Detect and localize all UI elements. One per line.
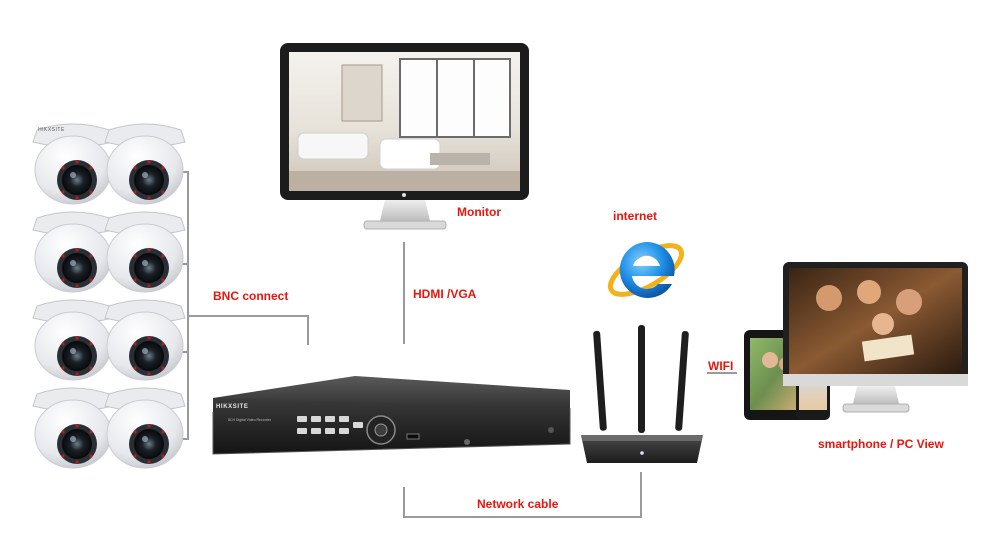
network-cable-label: Network cable (477, 497, 559, 511)
camera-1 (32, 123, 114, 205)
bnc-tick-1 (179, 171, 189, 173)
bnc-tick-4 (179, 438, 189, 440)
wifi-line (707, 372, 737, 374)
network-cable-bottom (403, 516, 642, 518)
camera-6 (104, 299, 186, 381)
hdmi-cable-line (403, 242, 405, 344)
camera-5 (32, 299, 114, 381)
camera-4 (104, 211, 186, 293)
camera-8 (104, 387, 186, 469)
camera-7 (32, 387, 114, 469)
bnc-connect-label: BNC connect (213, 289, 289, 303)
smartphone-pc-view-label: smartphone / PC View (818, 437, 944, 451)
bnc-connector-vertical (307, 315, 309, 345)
monitor-label: Monitor (457, 205, 501, 219)
monitor (280, 43, 529, 230)
network-cable-right (640, 472, 642, 518)
dvr-model-label: 8CH Digital Video Recorder (228, 418, 271, 422)
bnc-tick-3 (179, 351, 189, 353)
camera-3 (32, 211, 114, 293)
wifi-router (581, 325, 703, 463)
camera-grid (32, 123, 186, 469)
pc-monitor (783, 262, 968, 413)
camera-2 (104, 123, 186, 205)
dvr-brand-label: HIKXSITE (216, 404, 249, 410)
bnc-bracket-vertical (187, 171, 189, 440)
wifi-label: WIFI (708, 359, 734, 373)
dvr-recorder (212, 376, 571, 455)
bnc-tick-2 (179, 263, 189, 265)
bnc-connector-horizontal (187, 315, 309, 317)
camera-brand-label: HIKXSITE (38, 127, 65, 133)
internet-explorer-icon (607, 241, 685, 298)
hdmi-vga-label: HDMI /VGA (413, 287, 477, 301)
network-cable-left (403, 487, 405, 518)
internet-label: internet (613, 209, 658, 223)
